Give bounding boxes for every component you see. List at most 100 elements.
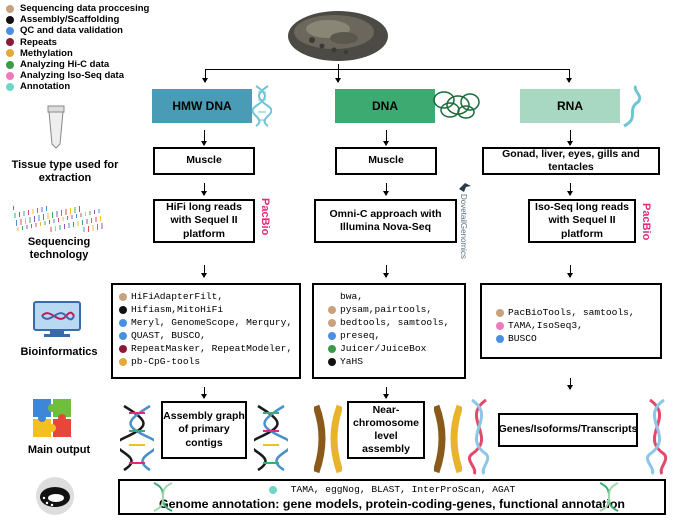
gene-model-icon-left (153, 482, 173, 512)
rna-header: RNA (520, 89, 620, 123)
rna-output-box: Genes/Isoforms/Transcripts (498, 413, 638, 447)
dna-output-box: Near-chromosome level assembly (347, 401, 425, 459)
legend-item: Repeats (6, 37, 57, 48)
tool-text: HiFiAdapterFilt, (131, 291, 224, 302)
tool-line: TAMA,IsoSeq3, (496, 319, 660, 332)
tool-category-dot (328, 318, 336, 327)
arrow-rna-1 (567, 130, 573, 146)
tool-category-dot (119, 292, 127, 301)
rna-strand-icon (622, 84, 642, 128)
dna-header: DNA (335, 89, 435, 123)
top-branch-stem (338, 64, 339, 69)
rna-header-label: RNA (557, 99, 583, 113)
legend-dot (6, 82, 14, 91)
legend-item: Annotation (6, 81, 70, 92)
legend-dot (6, 38, 14, 47)
puzzle-icon (32, 398, 72, 438)
tool-text: Meryl, GenomeScope, Merqury, (131, 317, 293, 328)
tool-text: bwa, (340, 291, 364, 302)
annotation-tools-text: TAMA, eggNog, BLAST, InterProScan, AGAT (290, 484, 516, 495)
tool-text: YaHS (340, 356, 364, 367)
tool-line: HiFiAdapterFilt, (119, 290, 299, 303)
arrow-to-hmw (202, 69, 208, 83)
tool-category-dot (119, 344, 127, 353)
tool-category-dot (496, 334, 504, 343)
hmw-sequencing-box: HiFi long reads with Sequel II platform (153, 199, 255, 243)
tool-text: pysam,pairtools, (340, 304, 433, 315)
rna-tissue-box: Gonad, liver, eyes, gills and tentacles (482, 147, 660, 175)
annotation-title: Genome annotation: gene models, protein-… (158, 497, 626, 511)
annotation-box: TAMA, eggNog, BLAST, InterProScan, AGAT … (118, 479, 666, 515)
tool-line: preseq, (328, 329, 464, 342)
tool-line: pb-CpG-tools (119, 355, 299, 368)
dna-helix-left-1 (120, 404, 154, 472)
abalone-outline-icon (34, 476, 76, 516)
arrow-dna-4 (383, 387, 389, 399)
arrow-dna-1 (383, 130, 389, 146)
tool-line: bwa, (328, 290, 464, 303)
tool-text: preseq, (340, 330, 381, 341)
dna-output-text: Near-chromosome level assembly (353, 403, 419, 456)
dna-header-label: DNA (372, 99, 398, 113)
legend-dot (6, 49, 14, 58)
legend-label: QC and data validation (20, 25, 123, 37)
tool-category-dot (496, 321, 504, 330)
legend-label: Analyzing Hi-C data (20, 59, 110, 70)
arrow-dna-3 (383, 265, 389, 278)
computer-dna-icon (32, 300, 82, 338)
tool-text: RepeatMasker, RepeatModeler, (131, 343, 293, 354)
legend-dot (6, 4, 14, 13)
rna-helix-left-icon (468, 398, 490, 475)
tool-line: Hifiasm,MitoHiFi (119, 303, 299, 316)
output-row-label: Main output (27, 444, 91, 456)
tool-line: Juicer/JuiceBox (328, 342, 464, 355)
legend-item: Analyzing Iso-Seq data (6, 70, 124, 81)
dna-helix-right-1 (254, 404, 288, 472)
hmw-dna-header-label: HMW DNA (172, 99, 232, 113)
pacbio-logo-hmw: PacBio (259, 198, 271, 236)
arrow-rna-3 (567, 265, 573, 278)
sequencing-row-label: Sequencing technology (27, 236, 91, 261)
rna-output-text: Genes/Isoforms/Transcripts (498, 423, 638, 436)
tool-text: pb-CpG-tools (131, 356, 201, 367)
arrow-dna-2 (383, 183, 389, 196)
legend-item: Analyzing Hi-C data (6, 59, 109, 70)
dna-tools-box: bwa,pysam,pairtools,bedtools, samtools,p… (312, 283, 466, 379)
legend-item: QC and data validation (6, 25, 123, 36)
arrow-to-dna (335, 69, 341, 83)
legend-label: Assembly/Scaffolding (20, 14, 120, 26)
tool-category-dot (119, 357, 127, 366)
annotation-dot (268, 485, 277, 494)
arrow-hmw-1 (201, 130, 207, 146)
legend-item: Assembly/Scaffolding (6, 14, 119, 25)
gene-model-icon-right (599, 482, 619, 512)
tool-category-dot (119, 318, 127, 327)
hmw-output-text: Assembly graph of primary contigs (163, 410, 245, 449)
legend-dot (6, 15, 14, 24)
tool-text: BUSCO (508, 333, 537, 344)
rna-tissue-text: Gonad, liver, eyes, gills and tentacles (502, 147, 640, 173)
dovetail-logo: DovetailGenomics (459, 194, 468, 259)
dna-sequencing-box: Omni-C approach with Illumina Nova-Seq (314, 199, 457, 243)
tool-category-dot (328, 331, 336, 340)
annotation-tools-line: TAMA, eggNog, BLAST, InterProScan, AGAT (120, 484, 664, 495)
hmw-tissue-box: Muscle (153, 147, 255, 175)
tool-line: QUAST, BUSCO, (119, 329, 299, 342)
arrow-hmw-4 (201, 387, 207, 399)
bioinformatics-row-label: Bioinformatics (20, 346, 98, 358)
tool-category-dot (119, 331, 127, 340)
arrow-hmw-2 (201, 183, 207, 196)
dna-helix-icon (251, 84, 273, 128)
tool-text: PacBioTools, samtools, (508, 307, 635, 318)
hmw-output-box: Assembly graph of primary contigs (161, 401, 247, 459)
rna-sequencing-text: Iso-Seq long reads with Sequel II platfo… (535, 201, 629, 240)
tool-line: pysam,pairtools, (328, 303, 464, 316)
hmw-tissue-text: Muscle (186, 154, 222, 167)
arrow-rna-2 (567, 183, 573, 196)
tool-text: TAMA,IsoSeq3, (508, 320, 583, 331)
tool-text: Juicer/JuiceBox (340, 343, 427, 354)
tool-text: Hifiasm,MitoHiFi (131, 304, 224, 315)
rna-tools-box: PacBioTools, samtools, TAMA,IsoSeq3, BUSCO (480, 283, 662, 359)
top-branch-line (205, 69, 569, 70)
tool-text: QUAST, BUSCO, (131, 330, 206, 341)
